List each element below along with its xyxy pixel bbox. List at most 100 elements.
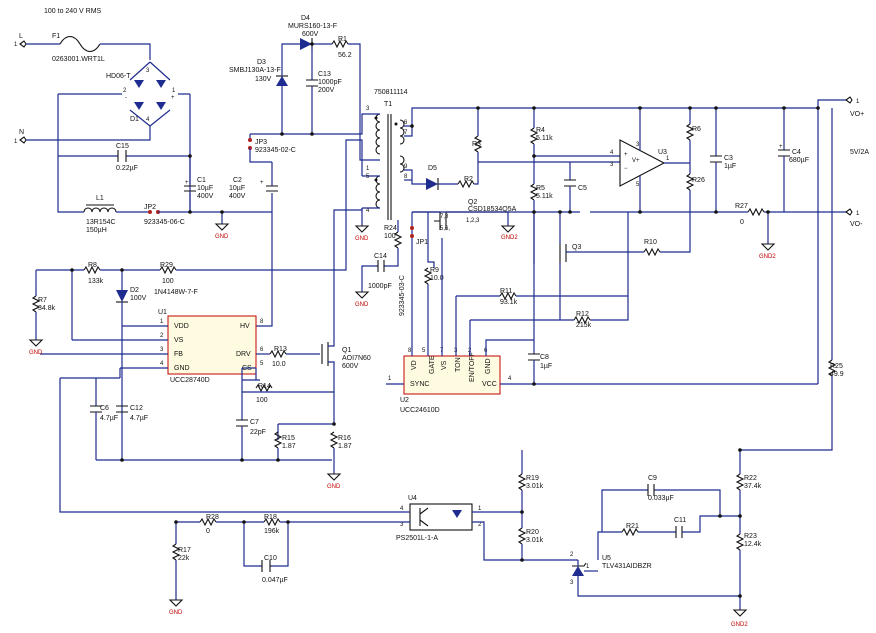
- r25-symbol: [827, 359, 837, 377]
- q3-ref: Q3: [572, 244, 581, 251]
- r18-value: 196k: [264, 528, 280, 535]
- u1-pin-hv: HV: [240, 323, 250, 330]
- u2-pin-vs: VS: [441, 360, 448, 370]
- u1-pin-gnd: GND: [174, 365, 190, 372]
- r25-value: 49.9: [830, 371, 844, 378]
- t1-pin: 1: [366, 166, 370, 172]
- ground-icon: [214, 223, 230, 231]
- r6-symbol: [685, 123, 695, 141]
- c10-value: 0.047µF: [262, 577, 288, 584]
- r5-symbol: [529, 183, 539, 201]
- u1-pin-num: 3: [160, 347, 164, 353]
- c13-voltage: 200V: [318, 87, 335, 94]
- bridge-minus: -: [125, 95, 127, 101]
- ground-label: GND: [215, 234, 229, 240]
- u2-pin-num: 8: [408, 348, 412, 354]
- t1-secondary-winding: [399, 119, 405, 145]
- d4-ref: D4: [301, 15, 310, 22]
- wire: [362, 175, 380, 209]
- r5-ref: R5: [536, 185, 545, 192]
- u2-ic-body: [403, 355, 501, 395]
- wire: [559, 212, 644, 320]
- r10-symbol: [643, 247, 661, 257]
- fuse-f1-value: 0263001.WRT1L: [52, 56, 105, 63]
- c7-value: 22pF: [250, 429, 266, 436]
- c5-ref: C5: [578, 185, 587, 192]
- u1-pin-num: 6: [260, 347, 264, 353]
- ground-icon: [732, 609, 748, 617]
- r13-symbol: [269, 349, 287, 359]
- u5-shunt-reference-symbol: [572, 566, 584, 576]
- terminal-vo-plus-connector: [845, 96, 853, 104]
- wire: [243, 522, 289, 567]
- u1-pin-num: 2: [160, 333, 164, 339]
- t1-aux-winding: [375, 175, 381, 209]
- d2-value: 100V: [130, 295, 147, 302]
- t1-phase-dot: [374, 178, 378, 182]
- r26-symbol: [685, 173, 695, 191]
- r15-ref: R15: [282, 435, 295, 442]
- c2-ref: C2: [233, 177, 242, 184]
- l1-symbol: [83, 207, 117, 213]
- r17-value: 22k: [178, 555, 190, 562]
- r19-value: 3.01k: [526, 483, 544, 490]
- jp1-ref: JP1: [416, 239, 428, 246]
- q1-part: AOI7N60: [342, 355, 371, 362]
- r1-value: 56.2: [338, 52, 352, 59]
- ground-icon: [28, 339, 44, 347]
- c1-ref: C1: [197, 177, 206, 184]
- t1-pin: 9: [404, 164, 408, 170]
- c8-value: 1µF: [540, 363, 552, 370]
- u1-part: UCC28740D: [170, 377, 210, 384]
- c2-symbol: [266, 185, 278, 192]
- q2-pins-a: 7,8: [440, 214, 449, 220]
- c9-ref: C9: [648, 475, 657, 482]
- q2-mosfet-symbol: [434, 212, 447, 230]
- u5-ref: U5: [602, 555, 611, 562]
- terminal-n-connector: [19, 136, 27, 144]
- ground-label: GND2: [501, 235, 518, 241]
- u2-pin-num: 5: [422, 348, 426, 354]
- wire: [58, 61, 190, 127]
- q1-mosfet-symbol: [321, 342, 329, 366]
- t1-part: 750811114: [374, 89, 408, 96]
- d5-ref: D5: [428, 165, 437, 172]
- ground-icon: [354, 291, 370, 299]
- c7-ref: C7: [250, 419, 259, 426]
- t1-pin: 8: [404, 174, 408, 180]
- u1-ref: U1: [158, 309, 167, 316]
- ground-icon: [354, 225, 370, 233]
- d4-symbol: [300, 38, 312, 50]
- c13-ref: C13: [318, 71, 331, 78]
- wire: [190, 94, 250, 186]
- q2-ref: Q2: [468, 199, 477, 206]
- u1-pin-num: 8: [260, 319, 264, 325]
- r25-ref: R25: [830, 363, 843, 370]
- u2-pin-vcc: VCC: [482, 381, 497, 388]
- q1-ref: Q1: [342, 347, 351, 354]
- u2-part: UCC24610D: [400, 407, 440, 414]
- r1-ref: R1: [338, 36, 347, 43]
- t1-phase-dot: [374, 116, 378, 120]
- c15-symbol: [117, 150, 127, 162]
- wire: [333, 208, 363, 326]
- r16-ref: R16: [338, 435, 351, 442]
- wire: [40, 325, 168, 369]
- c13-value: 1000pF: [318, 79, 342, 86]
- r23-symbol: [735, 533, 745, 551]
- c14-ref: C14: [374, 253, 387, 260]
- wire: [485, 212, 535, 356]
- wire: [817, 99, 846, 108]
- wire: [404, 107, 818, 127]
- bridge-diode-1-symbol: [134, 80, 144, 88]
- u2-pin-num: 4: [508, 376, 512, 382]
- u3-vplus: V+: [632, 158, 640, 164]
- c6-value: 4.7µF: [100, 415, 118, 422]
- wire: [180, 139, 363, 271]
- c4-value: 680µF: [789, 157, 809, 164]
- u4-ref: U4: [408, 495, 417, 502]
- r18-ref: R18: [264, 514, 277, 521]
- bridge-pin: 3: [146, 68, 150, 74]
- u5-bar: [572, 562, 587, 567]
- wire: [472, 511, 522, 561]
